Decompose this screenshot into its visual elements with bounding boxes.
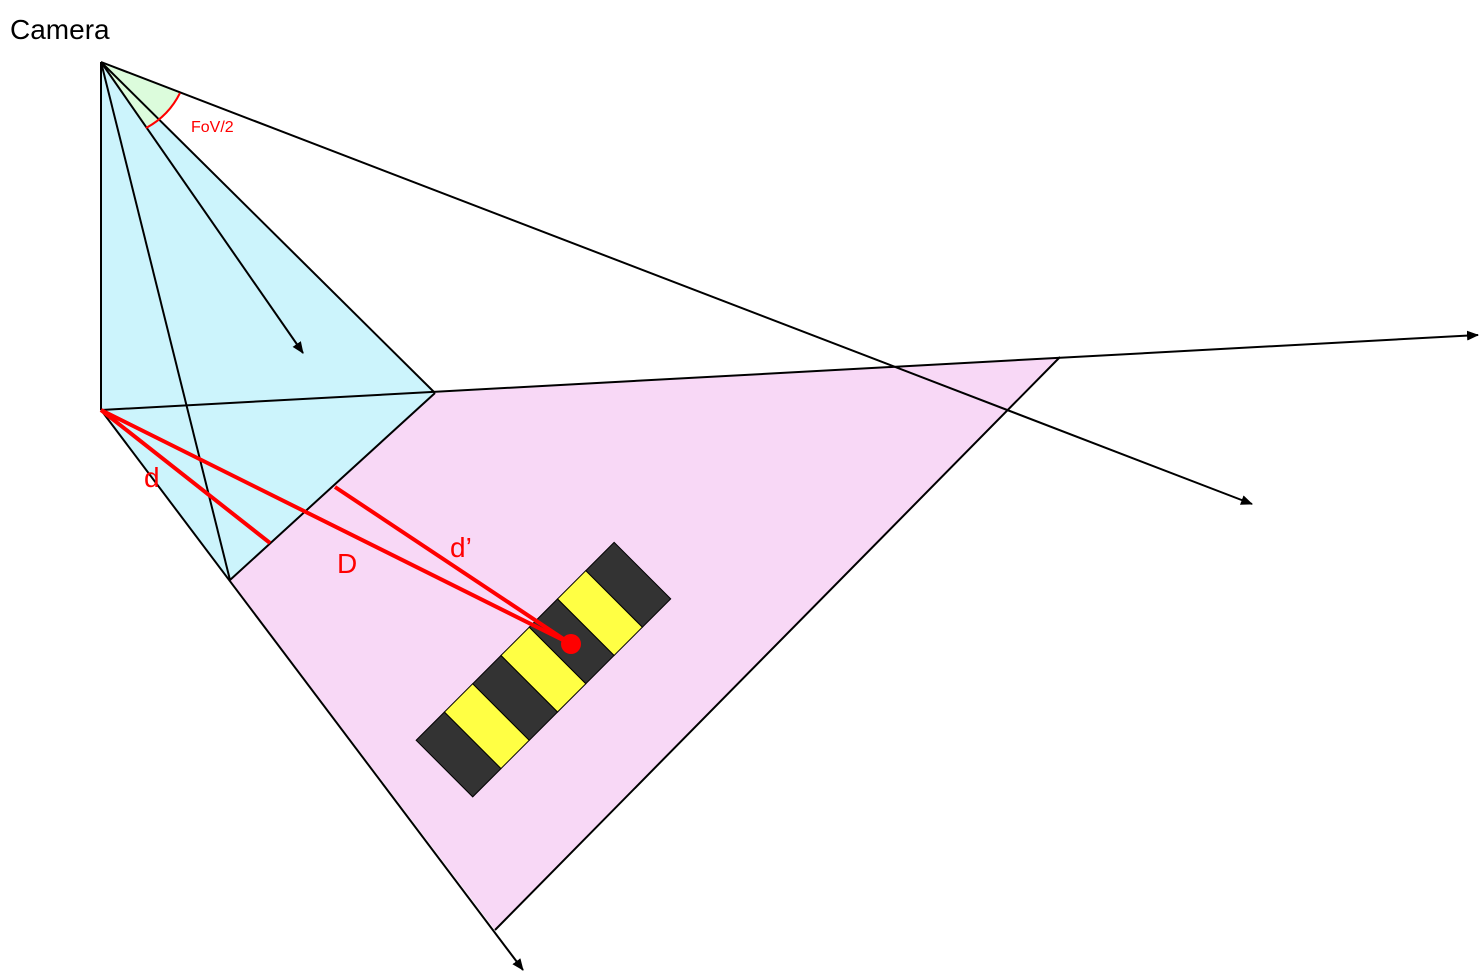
fov-half-label: FoV/2 [191, 119, 234, 136]
fov-wedge [101, 62, 180, 128]
D-line [100, 408, 572, 646]
ground-y-axis-arrow [100, 409, 524, 971]
optical-axis-arrow [100, 61, 304, 354]
frustum-edge-line [100, 61, 436, 394]
ground-plane [230, 357, 1060, 930]
ground-x-axis-arrow [100, 330, 1479, 411]
d-prime-label: d’ [450, 532, 472, 563]
measurement-lines [99, 408, 573, 646]
D-label: D [337, 548, 358, 579]
d-line [99, 408, 272, 545]
fov-arc [145, 92, 181, 129]
fov-boundary-arrow [100, 61, 1253, 505]
target-point [561, 634, 581, 654]
d-label: d [144, 462, 160, 493]
ground-far-edge-line [494, 356, 1061, 931]
bar-stripe-dark [585, 541, 672, 628]
d-prime-line [333, 485, 573, 646]
camera-label: Camera [10, 14, 110, 45]
frustum-base-line [229, 392, 436, 581]
